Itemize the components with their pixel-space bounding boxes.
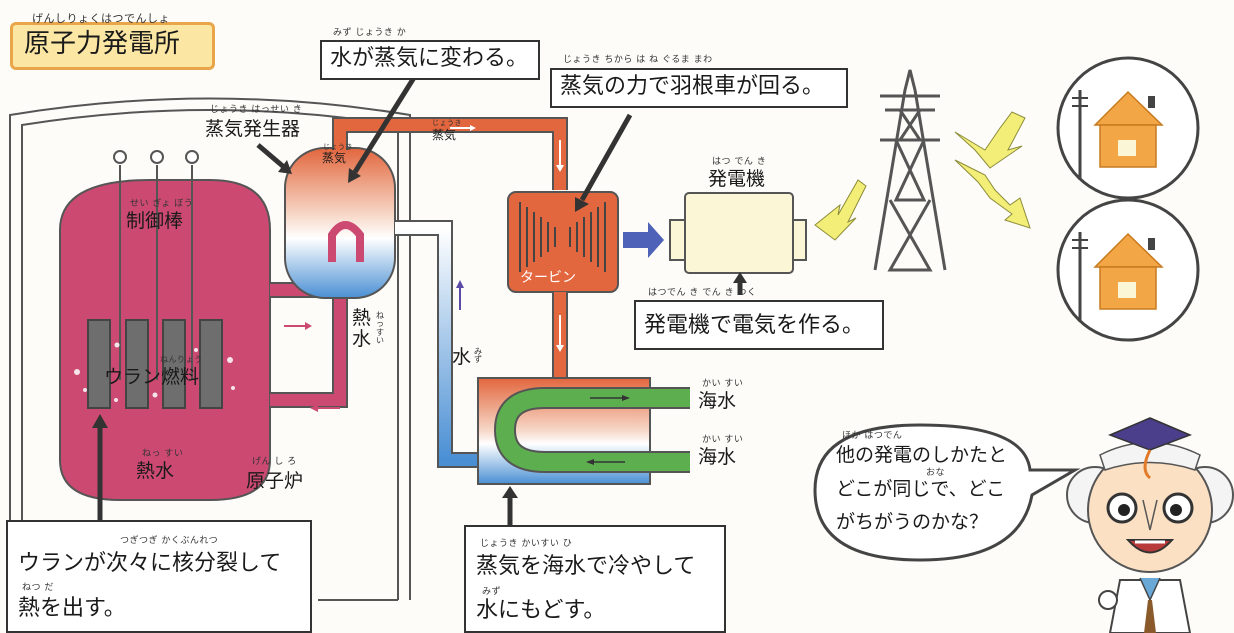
steam-pipe (332, 117, 568, 190)
shaft-arrow (623, 222, 664, 258)
water-return-ruby: みず (474, 347, 483, 365)
seawater-in-ruby: かい すい (702, 379, 744, 389)
callout-pointers (97, 66, 743, 525)
house-top (1056, 56, 1200, 200)
callout-generator (634, 300, 884, 350)
steam-generator-label: 蒸気発生器 (205, 118, 301, 140)
house-bottom (1056, 198, 1200, 342)
callout-fission-ruby2: ねつ だ (22, 583, 54, 593)
callout-water-to-steam-ruby: みず じょうき か (333, 28, 407, 38)
steam-pipe-ruby: じょうき (432, 119, 462, 127)
steam-generator-steam-ruby: じょうき (323, 143, 353, 151)
uranium-fuel-label: ウラン燃料 (104, 366, 200, 388)
professor-character (1066, 417, 1234, 633)
steam-generator-steam-label: 蒸気 (322, 151, 347, 165)
uranium-fuel-rods (87, 319, 223, 409)
speech-line1: 他の発電のしかたと (836, 444, 1008, 466)
loop-hot-water-ruby: ねっすい (376, 311, 385, 346)
callout-generator-ruby: はつでん き でん き つく (648, 288, 757, 298)
speech-ruby2: おな (926, 468, 946, 478)
electricity-bolts (814, 111, 1031, 241)
speech-line2: どこが同じで、どこ (836, 478, 1006, 500)
callout-cooling-ruby2: みず (482, 587, 502, 597)
callout-cooling-line2: 水にもどす。 (476, 598, 606, 623)
callout-water-to-steam (320, 40, 540, 80)
callout-cooling (464, 525, 726, 633)
water-return-label: 水 (452, 346, 472, 368)
turbine-label: タービン (520, 270, 576, 286)
callout-fission-line1: ウランが次々に核分裂して (18, 551, 282, 576)
steam-generator (284, 147, 396, 299)
reactor-ruby: げん し ろ (252, 457, 297, 467)
water-return-pipe (395, 220, 480, 468)
generator-ruby: はつ でん き (712, 157, 767, 167)
callout-fission-ruby1: つぎつぎ かくぶんれつ (120, 536, 219, 546)
generator (669, 192, 807, 274)
seawater-out-label: 海水 (698, 446, 737, 468)
callout-turbine-spin-text: 蒸気の力で羽根車が回る。 (560, 74, 825, 99)
callout-generator-text: 発電機で電気を作る。 (644, 313, 865, 338)
control-rods-ruby: せい ぎょ ぼう (130, 199, 194, 209)
seawater-in-label: 海水 (698, 390, 737, 412)
reactor-label: 原子炉 (246, 470, 304, 492)
speech-bubble-shape (813, 423, 1081, 562)
condenser (477, 377, 690, 485)
callout-cooling-ruby1: じょうき かいすい ひ (480, 539, 573, 549)
title-frame (10, 22, 215, 70)
control-rods-label: 制御棒 (126, 210, 184, 232)
seawater-out-ruby: かい すい (702, 435, 744, 445)
callout-cooling-line1: 蒸気を海水で冷やして (476, 554, 696, 579)
loop-hot-water-label: 熱水 (352, 307, 372, 350)
uranium-fuel-ruby: ねんりょう (160, 355, 203, 364)
callout-turbine-spin-ruby: じょうき ちから は ね ぐるま まわ (563, 55, 713, 65)
steam-pipe-label: 蒸気 (432, 128, 457, 142)
transmission-tower (873, 69, 947, 272)
callout-fission (6, 520, 312, 633)
generator-label: 発電機 (708, 168, 766, 190)
reactor-hot-water-label: 熱水 (136, 460, 175, 482)
callout-turbine-spin (550, 68, 848, 108)
title-ruby: げんしりょくはつでんしょ (32, 12, 170, 25)
reactor-hot-water-ruby: ねっ すい (142, 449, 184, 459)
callout-fission-line2: 熱を出す。 (18, 596, 126, 621)
speech-ruby1: ほか はつでん (842, 431, 903, 441)
speech-line3: がちがうのかな？ (836, 511, 989, 533)
steam-generator-ruby: じょうき はっせい き (210, 105, 303, 115)
page-title: 原子力発電所 (24, 29, 181, 59)
control-rods (113, 150, 199, 380)
callout-water-to-steam-text: 水が蒸気に変わる。 (330, 46, 529, 71)
